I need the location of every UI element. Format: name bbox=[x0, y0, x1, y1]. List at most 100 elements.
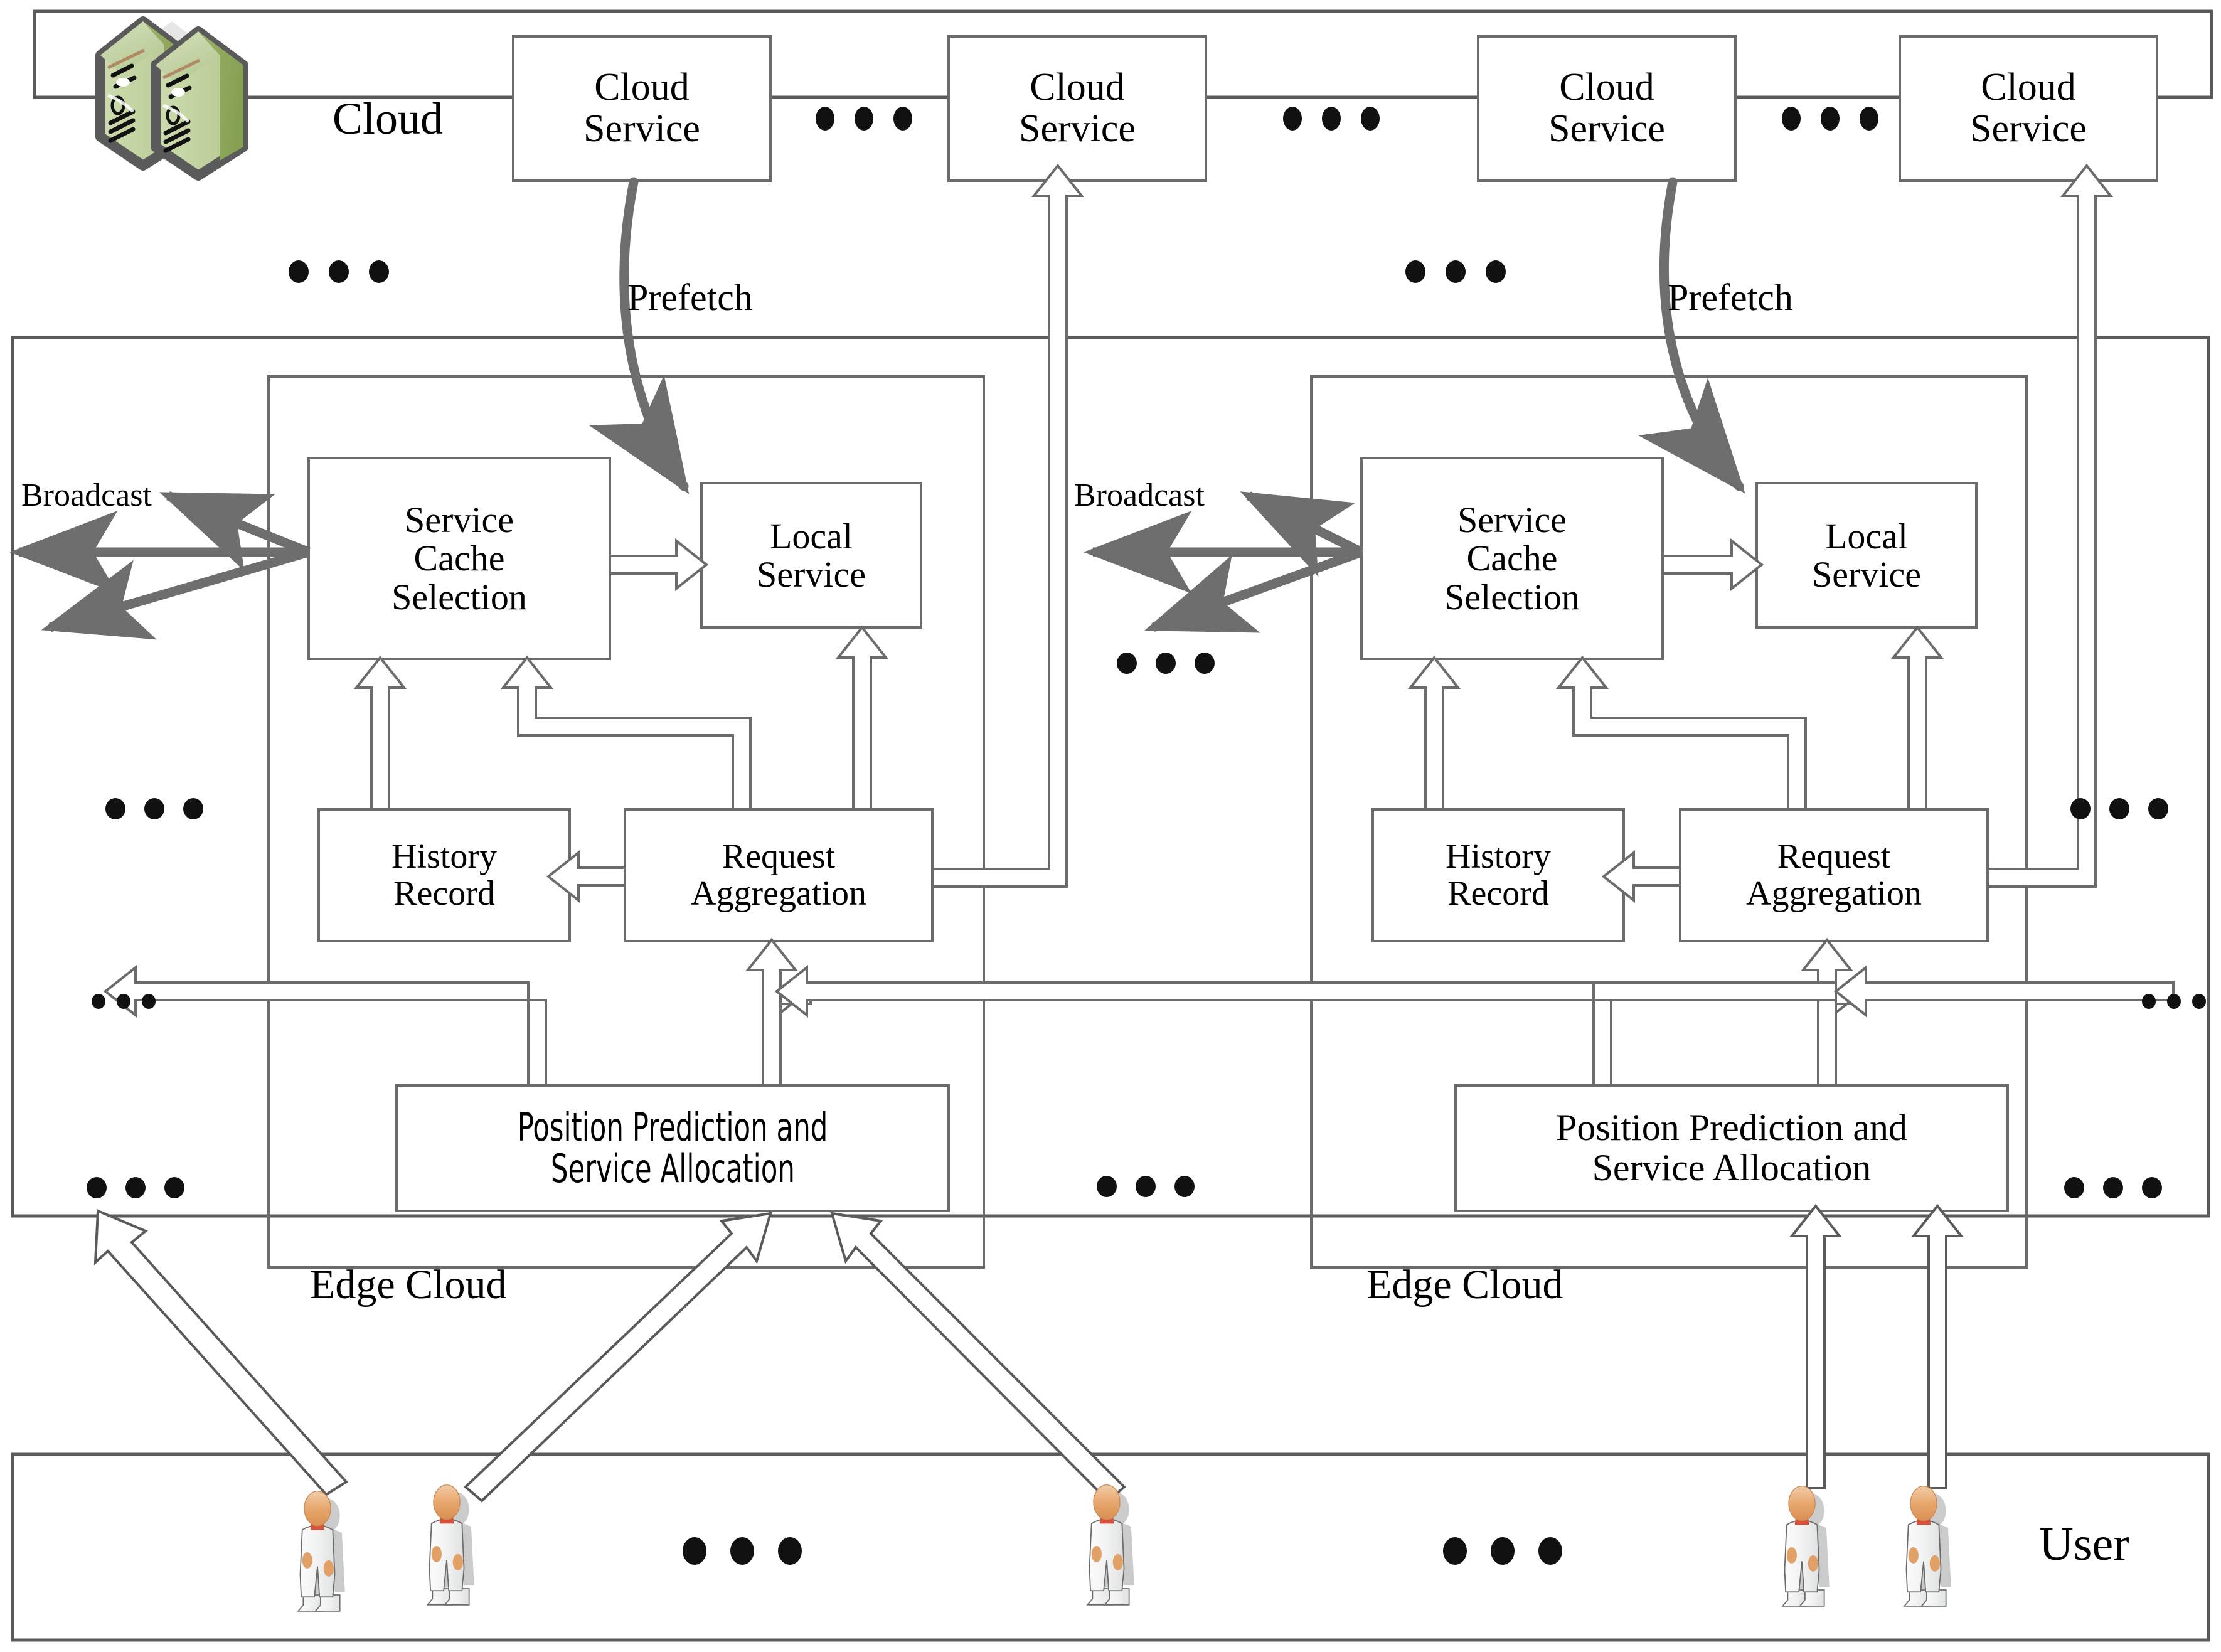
cloud-service-line1: Cloud bbox=[1559, 66, 1654, 109]
ellipsis-edge-right-inner bbox=[1117, 653, 1215, 674]
arrow-req-to-local-left bbox=[835, 625, 889, 811]
ellipsis-cloud-left bbox=[289, 260, 389, 283]
scs-line2: Cache bbox=[413, 538, 505, 579]
box-position-prediction-right bbox=[1454, 1084, 2009, 1212]
ellipsis-user-2 bbox=[1443, 1537, 1562, 1565]
local-line1: Local bbox=[769, 515, 853, 557]
ellipsis-edge-right-upper bbox=[2070, 798, 2168, 819]
bus-drop-right bbox=[1592, 983, 1612, 1087]
ellipsis-cloud-1 bbox=[816, 107, 912, 131]
arrow-user3-to-pos-left bbox=[830, 1212, 1126, 1503]
user-layer-frame bbox=[11, 1452, 2210, 1642]
broadcast-arrow-right-up bbox=[1240, 491, 1364, 577]
scs-line1: Service bbox=[405, 499, 514, 540]
local-line2: Service bbox=[1812, 554, 1921, 595]
pos-line2: Service Allocation bbox=[550, 1146, 795, 1191]
pos-line2: Service Allocation bbox=[1592, 1147, 1872, 1188]
arrow-bus-center bbox=[774, 964, 1837, 1018]
ellipsis-cloud-mid bbox=[1405, 260, 1506, 283]
broadcast-arrows bbox=[9, 491, 1364, 640]
label-service-cache-selection-left: Service Cache Selection bbox=[309, 458, 610, 659]
box-request-aggregation-left bbox=[624, 808, 934, 942]
arrow-req-to-cloud-right bbox=[1986, 163, 2114, 888]
arrow-user6-to-pos-right bbox=[1910, 1203, 1964, 1489]
ellipsis-edge-right-mid bbox=[2142, 994, 2206, 1009]
arrow-req-to-history-left bbox=[546, 850, 626, 903]
bus-drop-left bbox=[527, 983, 547, 1087]
cloud-service-label-1: Cloud Service bbox=[513, 36, 770, 181]
arrow-req-to-local-right bbox=[1890, 625, 1944, 811]
arrow-req-to-scs-left bbox=[500, 655, 752, 811]
broadcast-arrow-left-up bbox=[159, 491, 311, 571]
cloud-service-box-3 bbox=[1477, 35, 1737, 182]
cloud-service-box-1 bbox=[512, 35, 772, 182]
broadcast-arrow-right-dn bbox=[1144, 547, 1363, 633]
cloud-service-label-4: Cloud Service bbox=[1900, 36, 2157, 181]
label-service-cache-selection-right: Service Cache Selection bbox=[1361, 458, 1663, 659]
label-history-record-left: History Record bbox=[319, 809, 570, 941]
prefetch-label-right: Prefetch bbox=[1668, 277, 1793, 318]
history-line1: History bbox=[1446, 836, 1551, 876]
ellipsis-edge-right-lower bbox=[2064, 1177, 2162, 1198]
broadcast-label-left: Broadcast bbox=[21, 477, 152, 513]
req-line1: Request bbox=[722, 836, 836, 876]
arrow-pos-to-req-right bbox=[1800, 937, 1854, 1087]
cloud-service-line2: Service bbox=[1019, 107, 1136, 150]
arrow-req-to-cloud-left bbox=[931, 163, 1085, 888]
cloud-service-line2: Service bbox=[1548, 107, 1665, 150]
history-line2: Record bbox=[393, 874, 495, 913]
arrow-req-to-scs-right bbox=[1555, 655, 1807, 811]
label-request-aggregation-right: Request Aggregation bbox=[1680, 809, 1988, 941]
server-stack-icon bbox=[95, 16, 248, 181]
edge-module-frame-right bbox=[1310, 375, 2028, 1269]
edge-cloud-label-left: Edge Cloud bbox=[310, 1262, 507, 1308]
ellipsis-edge-left-lower bbox=[87, 1177, 184, 1198]
box-position-prediction-left bbox=[395, 1084, 950, 1212]
prefetch-arrow-left bbox=[589, 177, 690, 494]
edge-inner-boxes bbox=[307, 457, 2009, 1212]
history-line2: Record bbox=[1447, 874, 1549, 913]
arrow-history-to-scs-right bbox=[1407, 655, 1461, 811]
cloud-service-box-4 bbox=[1899, 35, 2158, 182]
cloud-service-box-2 bbox=[947, 35, 1207, 182]
history-line1: History bbox=[391, 836, 497, 876]
user-icon-6 bbox=[1903, 1486, 1951, 1607]
edge-layer-frame bbox=[11, 336, 2210, 1218]
pos-line1: Position Prediction and bbox=[517, 1104, 828, 1151]
arrow-bus-right-incoming bbox=[1833, 964, 2175, 1018]
arrow-user2-to-pos-left bbox=[464, 1212, 772, 1503]
cloud-service-boxes bbox=[512, 35, 2158, 182]
scs-line3: Selection bbox=[391, 576, 527, 617]
cloud-service-label-2: Cloud Service bbox=[949, 36, 1206, 181]
req-line1: Request bbox=[1777, 836, 1891, 876]
user-icon-3 bbox=[1086, 1484, 1134, 1606]
local-line2: Service bbox=[757, 554, 866, 595]
label-request-aggregation-left: Request Aggregation bbox=[625, 809, 932, 941]
arrow-history-to-scs-left bbox=[353, 655, 407, 811]
box-service-cache-selection-right bbox=[1360, 457, 1664, 660]
ellipsis-cloud-3 bbox=[1782, 107, 1878, 131]
box-service-cache-selection-left bbox=[307, 457, 611, 660]
arrow-scs-to-local-left bbox=[609, 538, 709, 592]
ellipsis-edge-center bbox=[1097, 1176, 1195, 1197]
req-line2: Aggregation bbox=[1746, 874, 1922, 913]
user-icon-1 bbox=[297, 1491, 345, 1612]
label-history-record-right: History Record bbox=[1373, 809, 1624, 941]
cloud-service-line1: Cloud bbox=[594, 66, 690, 109]
broadcast-label-right: Broadcast bbox=[1074, 477, 1205, 513]
arrow-user1-to-edge bbox=[93, 1209, 349, 1496]
label-local-service-right: Local Service bbox=[1757, 483, 1976, 627]
cloud-service-line1: Cloud bbox=[1030, 66, 1125, 109]
cloud-service-line2: Service bbox=[583, 107, 700, 150]
arrow-req-to-history-right bbox=[1601, 850, 1681, 903]
label-position-prediction-right: Position Prediction and Service Allocati… bbox=[1456, 1085, 2008, 1211]
prefetch-arrows bbox=[589, 177, 1745, 494]
cloud-service-line1: Cloud bbox=[1981, 66, 2076, 109]
label-local-service-left: Local Service bbox=[701, 483, 921, 627]
pos-line1: Position Prediction and bbox=[1556, 1107, 1907, 1149]
prefetch-arrow-right bbox=[1638, 177, 1745, 494]
user-icon-2 bbox=[426, 1484, 474, 1606]
local-line1: Local bbox=[1824, 515, 1909, 557]
